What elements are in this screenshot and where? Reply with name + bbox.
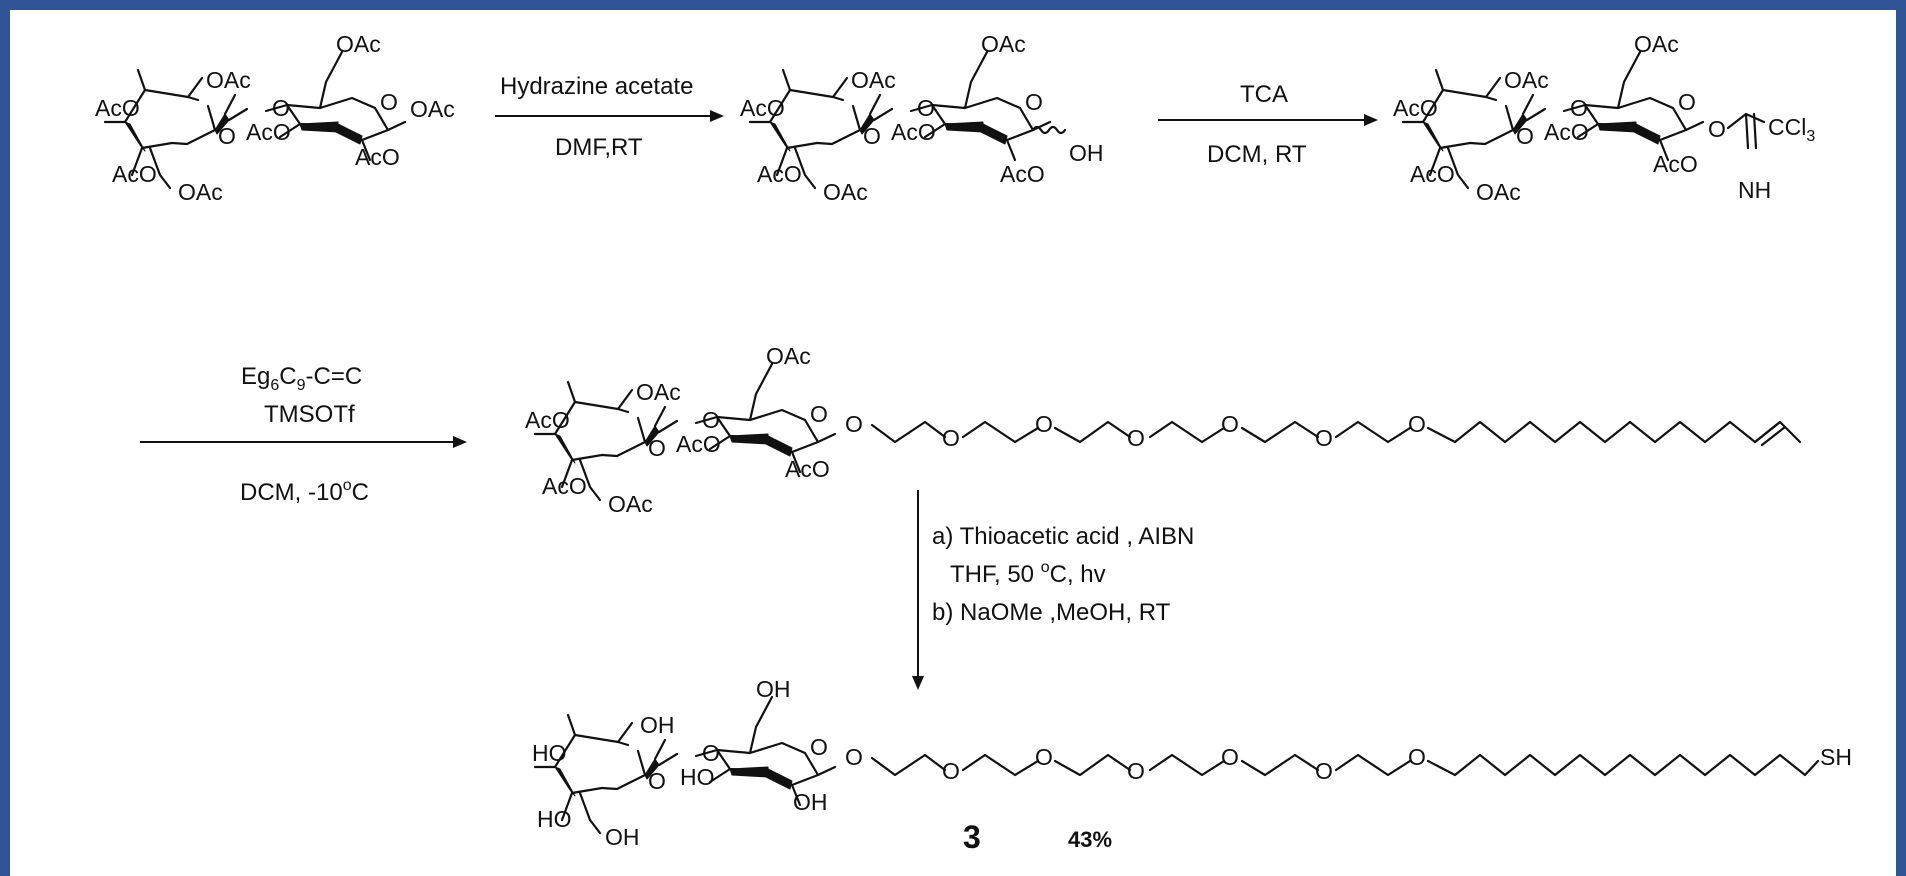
ccl3-label: CCl3 [1768, 114, 1815, 145]
step2-reagent: TCA [1240, 81, 1288, 108]
ether-o-label: O [1408, 744, 1426, 770]
ether-o-label: O [1221, 411, 1239, 437]
oac-label: OAc [206, 67, 251, 93]
step4-conditions-a: THF, 50 oC, hv [950, 559, 1106, 588]
reaction-arrow-4: a) Thioacetic acid , AIBN THF, 50 oC, hv… [912, 490, 1194, 690]
reaction-arrow-2: TCA DCM, RT [1158, 81, 1378, 168]
ring-o-label: O [863, 123, 881, 149]
oac-label: OAc [178, 179, 223, 205]
aco-label: AcO [740, 95, 785, 121]
step4-reagents-a: a) Thioacetic acid , AIBN [932, 523, 1194, 550]
ether-o-label: O [1221, 744, 1239, 770]
oh-label: OH [605, 824, 640, 850]
ether-o-label: O [1315, 425, 1333, 451]
step3-conditions: DCM, -10oC [240, 477, 369, 506]
oac-label: OAc [1504, 67, 1549, 93]
ring-o-label: O [648, 768, 666, 794]
ring-o-label: O [648, 435, 666, 461]
aco-label: AcO [1000, 161, 1045, 187]
reaction-arrow-1: Hydrazine acetate DMF,RT [495, 73, 724, 161]
glycosidic-o-label: O [702, 740, 720, 766]
ho-label: HO [537, 806, 572, 832]
oac-label: OAc [1476, 179, 1521, 205]
anomeric-o-label: O [845, 411, 863, 437]
aco-label: AcO [1393, 95, 1438, 121]
nh-label: NH [1738, 177, 1771, 203]
oh-label: OH [793, 789, 828, 815]
aco-label: AcO [112, 161, 157, 187]
aco-label: AcO [246, 119, 291, 145]
oac-label: OAc [608, 491, 653, 517]
oac-label: OAc [1634, 31, 1679, 57]
oac-label: OAc [410, 96, 455, 122]
compound-number: 3 [963, 819, 981, 855]
ether-o-label: O [1315, 758, 1333, 784]
oh-label: OH [640, 712, 675, 738]
step4-reagents-b: b) NaOMe ,MeOH, RT [932, 599, 1171, 626]
yield-label: 43% [1068, 827, 1112, 852]
glycosidic-o-label: O [272, 95, 290, 121]
ether-o-label: O [942, 425, 960, 451]
aco-label: AcO [1544, 119, 1589, 145]
aco-label: AcO [542, 473, 587, 499]
sh-label: SH [1820, 744, 1852, 770]
oac-label: OAc [851, 67, 896, 93]
ring-o-label: O [1516, 123, 1534, 149]
compound-hemiacetal: AcO OAc O AcO OAc O AcO OAc O AcO OH [740, 31, 1104, 205]
step1-reagent: Hydrazine acetate [500, 73, 693, 100]
aco-label: AcO [95, 95, 140, 121]
aco-label: AcO [355, 144, 400, 170]
peg-alkene-chain: O O O O O O [870, 411, 1802, 451]
compound-product-thiol: HO OH O HO OH O HO OH O OH O [532, 676, 863, 850]
ether-o-label: O [1127, 425, 1145, 451]
aco-label: AcO [1410, 161, 1455, 187]
ring-o-label: O [1678, 89, 1696, 115]
ring-o-label: O [1025, 89, 1043, 115]
ether-o-label: O [1035, 744, 1053, 770]
oac-label: OAc [766, 343, 811, 369]
step2-conditions: DCM, RT [1207, 141, 1307, 168]
ring-o-label: O [810, 401, 828, 427]
glycosidic-o-label: O [1570, 95, 1588, 121]
ether-o-label: O [942, 758, 960, 784]
ether-o-label: O [1035, 411, 1053, 437]
oac-label: OAc [981, 31, 1026, 57]
compound-peracetylated-disaccharide: AcO OAc O AcO OAc O AcO OAc O AcO OAc [95, 31, 455, 205]
anomeric-o-label: O [845, 744, 863, 770]
peg-thiol-chain: O O O O O O SH [870, 744, 1852, 784]
oac-label: OAc [636, 379, 681, 405]
oh-label: OH [1069, 140, 1104, 166]
aco-label: AcO [676, 431, 721, 457]
aco-label: AcO [525, 407, 570, 433]
glycosidic-o-label: O [702, 407, 720, 433]
step3-reagent: Eg6C9-C=C [241, 363, 362, 394]
ether-o-label: O [1408, 411, 1426, 437]
aco-label: AcO [1653, 151, 1698, 177]
oac-label: OAc [823, 179, 868, 205]
ho-label: HO [680, 764, 715, 790]
oac-label: OAc [336, 31, 381, 57]
oh-label: OH [756, 676, 791, 702]
glycosidic-o-label: O [917, 95, 935, 121]
reaction-arrow-3: Eg6C9-C=C TMSOTf DCM, -10oC [140, 363, 467, 506]
aco-label: AcO [757, 161, 802, 187]
ring-o-label: O [380, 89, 398, 115]
aco-label: AcO [891, 119, 936, 145]
anomeric-o-label: O [1708, 116, 1726, 142]
ether-o-label: O [1127, 758, 1145, 784]
aco-label: AcO [785, 456, 830, 482]
compound-glycoside-alkene: AcO OAc O AcO OAc O AcO OAc O AcO O [525, 343, 863, 517]
ring-o-label: O [810, 734, 828, 760]
ho-label: HO [532, 740, 567, 766]
ring-o-label: O [218, 123, 236, 149]
compound-trichloroacetimidate: AcO OAc O AcO OAc O AcO OAc O AcO O CCl3… [1393, 31, 1815, 205]
step1-conditions: DMF,RT [555, 134, 643, 161]
step3-promoter: TMSOTf [264, 401, 355, 428]
